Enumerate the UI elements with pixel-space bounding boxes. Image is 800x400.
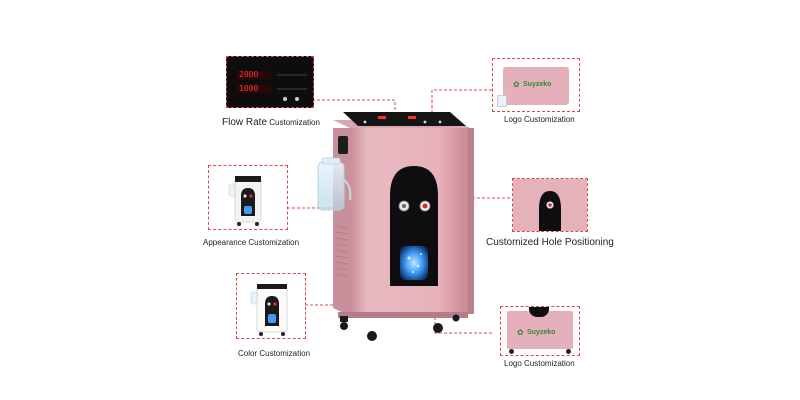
white-machine-image <box>228 176 262 226</box>
control-knob-icon <box>398 200 431 212</box>
logo-top-label: Logo Customization <box>504 115 575 124</box>
grip-handle-icon <box>338 136 348 154</box>
control-panel-top <box>343 112 466 126</box>
humidifier-bottle <box>317 157 352 211</box>
caster-wheel-icon <box>340 314 460 341</box>
color-callout-box <box>236 273 306 339</box>
logo-bottom-callout-box: ✿ Suyzeko <box>500 306 580 356</box>
flow-rate-callout-box: 2000 1000 <box>226 56 314 108</box>
flow-rate-label-rest: Customization <box>267 118 320 127</box>
logo-bottom-wheels <box>509 349 571 354</box>
logo-top-panel <box>503 67 569 105</box>
flow-rate-led-2000: 2000 <box>239 70 259 79</box>
caster-wheel-icon <box>566 349 571 354</box>
vent-grille-icon <box>335 225 349 277</box>
hole-window-image <box>539 191 561 231</box>
water-window-icon <box>400 246 428 280</box>
logo-bottom-window <box>529 307 549 317</box>
flow-rate-panel-image <box>227 57 313 107</box>
hole-label: Customized Hole Positioning <box>486 237 614 248</box>
caster-wheel-icon <box>509 349 514 354</box>
logo-bottom-brand: Suyzeko <box>527 329 556 336</box>
logo-top-callout-box: ✿ Suyzeko <box>492 58 580 112</box>
logo-bottom-leaf-icon: ✿ <box>517 328 524 337</box>
logo-top-bubble <box>497 95 507 107</box>
logo-top-brand: Suyzeko <box>523 81 552 88</box>
flow-rate-label-main: Flow Rate <box>222 117 268 128</box>
color-label: Color Customization <box>238 349 311 358</box>
logo-top-leaf-icon: ✿ <box>513 80 520 89</box>
appearance-label: Appearance Customization <box>203 238 300 247</box>
logo-bottom-label: Logo Customization <box>504 359 575 368</box>
flow-rate-led-1000: 1000 <box>239 84 259 93</box>
white-color-machine-image <box>250 284 288 336</box>
logo-bottom-panel <box>507 311 573 349</box>
hole-callout-box <box>512 178 588 232</box>
appearance-callout-box <box>208 165 288 230</box>
flow-rate-label: Flow Rate Customization <box>222 117 320 128</box>
